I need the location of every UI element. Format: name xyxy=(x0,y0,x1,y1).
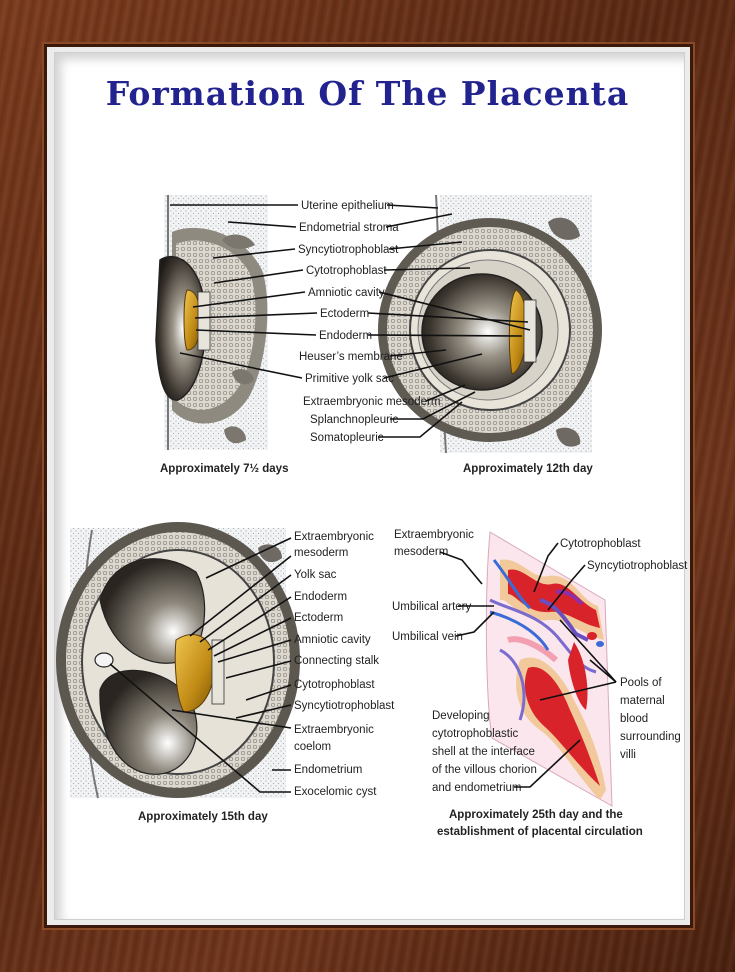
label-p3-syncytiotrophoblast: Syncytiotrophoblast xyxy=(294,700,395,712)
label-syncytiotrophoblast: Syncytiotrophoblast xyxy=(298,244,399,256)
label-primitive-yolk-sac: Primitive yolk sac xyxy=(305,373,394,385)
label-amniotic-cavity: Amniotic cavity xyxy=(308,287,385,299)
caption-7-5-days: Approximately 7½ days xyxy=(160,463,288,475)
caption-25th-day-line1: Approximately 25th day and the xyxy=(449,809,623,821)
label-uterine-epithelium: Uterine epithelium xyxy=(301,200,394,212)
panel-25th-day xyxy=(485,531,613,807)
label-extraembryonic-mesoderm: Extraembryonic mesoderm xyxy=(303,396,440,408)
label-p3-extraembryonic: Extraembryonic xyxy=(294,531,374,543)
label-heusers-membrane: Heuser’s membrane xyxy=(299,351,403,363)
label-p4-villi: villi xyxy=(620,749,636,761)
panel-12th-day xyxy=(378,194,602,454)
label-p4-villous-chorion: of the villous chorion xyxy=(432,764,537,776)
label-ectoderm: Ectoderm xyxy=(320,308,369,320)
label-p4-developing: Developing xyxy=(432,710,490,722)
label-p4-mesoderm: mesoderm xyxy=(394,546,448,558)
label-p3-endoderm: Endoderm xyxy=(294,591,347,603)
label-cytotrophoblast: Cytotrophoblast xyxy=(306,265,387,277)
label-p4-syncytiotrophoblast: Syncytiotrophoblast xyxy=(587,560,688,572)
label-endometrial-stroma: Endometrial stroma xyxy=(299,222,399,234)
label-p4-cytotrophoblast: Cytotrophoblast xyxy=(560,538,641,550)
label-p3-coelom: coelom xyxy=(294,741,331,753)
labels-panel-4: Extraembryonic mesoderm Umbilical artery… xyxy=(392,529,688,838)
label-p4-surrounding: surrounding xyxy=(620,731,681,743)
label-endoderm: Endoderm xyxy=(319,330,372,342)
label-p4-pools-of: Pools of xyxy=(620,677,662,689)
caption-12th-day: Approximately 12th day xyxy=(463,463,593,475)
label-p4-maternal: maternal xyxy=(620,695,665,707)
label-p3-exocelomic-cyst: Exocelomic cyst xyxy=(294,786,377,798)
label-p4-endometrium: and endometrium xyxy=(432,782,522,794)
label-splanchnopleuric: Splanchnopleuric xyxy=(310,414,398,426)
labels-panels-1-2: Uterine epithelium Endometrial stroma Sy… xyxy=(160,200,593,475)
label-p3-cytotrophoblast: Cytotrophoblast xyxy=(294,679,375,691)
label-p4-cytotrophoblastic: cytotrophoblastic xyxy=(432,728,519,740)
label-p3-endometrium: Endometrium xyxy=(294,764,362,776)
label-p3-amniotic-cavity: Amniotic cavity xyxy=(294,634,371,646)
label-p3-yolk-sac: Yolk sac xyxy=(294,569,337,581)
label-p3-connecting-stalk: Connecting stalk xyxy=(294,655,379,667)
caption-25th-day-line2: establishment of placental circulation xyxy=(437,826,643,838)
label-p3-ectoderm: Ectoderm xyxy=(294,612,343,624)
label-p4-blood: blood xyxy=(620,713,648,725)
panel-15th-day xyxy=(56,522,300,799)
panel-7-5-days xyxy=(155,195,268,450)
label-p4-umbilical-vein: Umbilical vein xyxy=(392,631,463,643)
labels-panel-3: Extraembryonic mesoderm Yolk sac Endoder… xyxy=(109,531,395,823)
poster-title: Formation Of The Placenta xyxy=(105,74,630,113)
label-p4-extraembryonic: Extraembryonic xyxy=(394,529,474,541)
label-p3-mesoderm: mesoderm xyxy=(294,547,348,559)
caption-15th-day: Approximately 15th day xyxy=(138,811,268,823)
label-p4-umbilical-artery: Umbilical artery xyxy=(392,601,471,613)
label-somatopleuric: Somatopleuric xyxy=(310,432,384,444)
label-p4-shell-interface: shell at the interface xyxy=(432,746,535,758)
label-p3-extraembryonic-2: Extraembryonic xyxy=(294,724,374,736)
